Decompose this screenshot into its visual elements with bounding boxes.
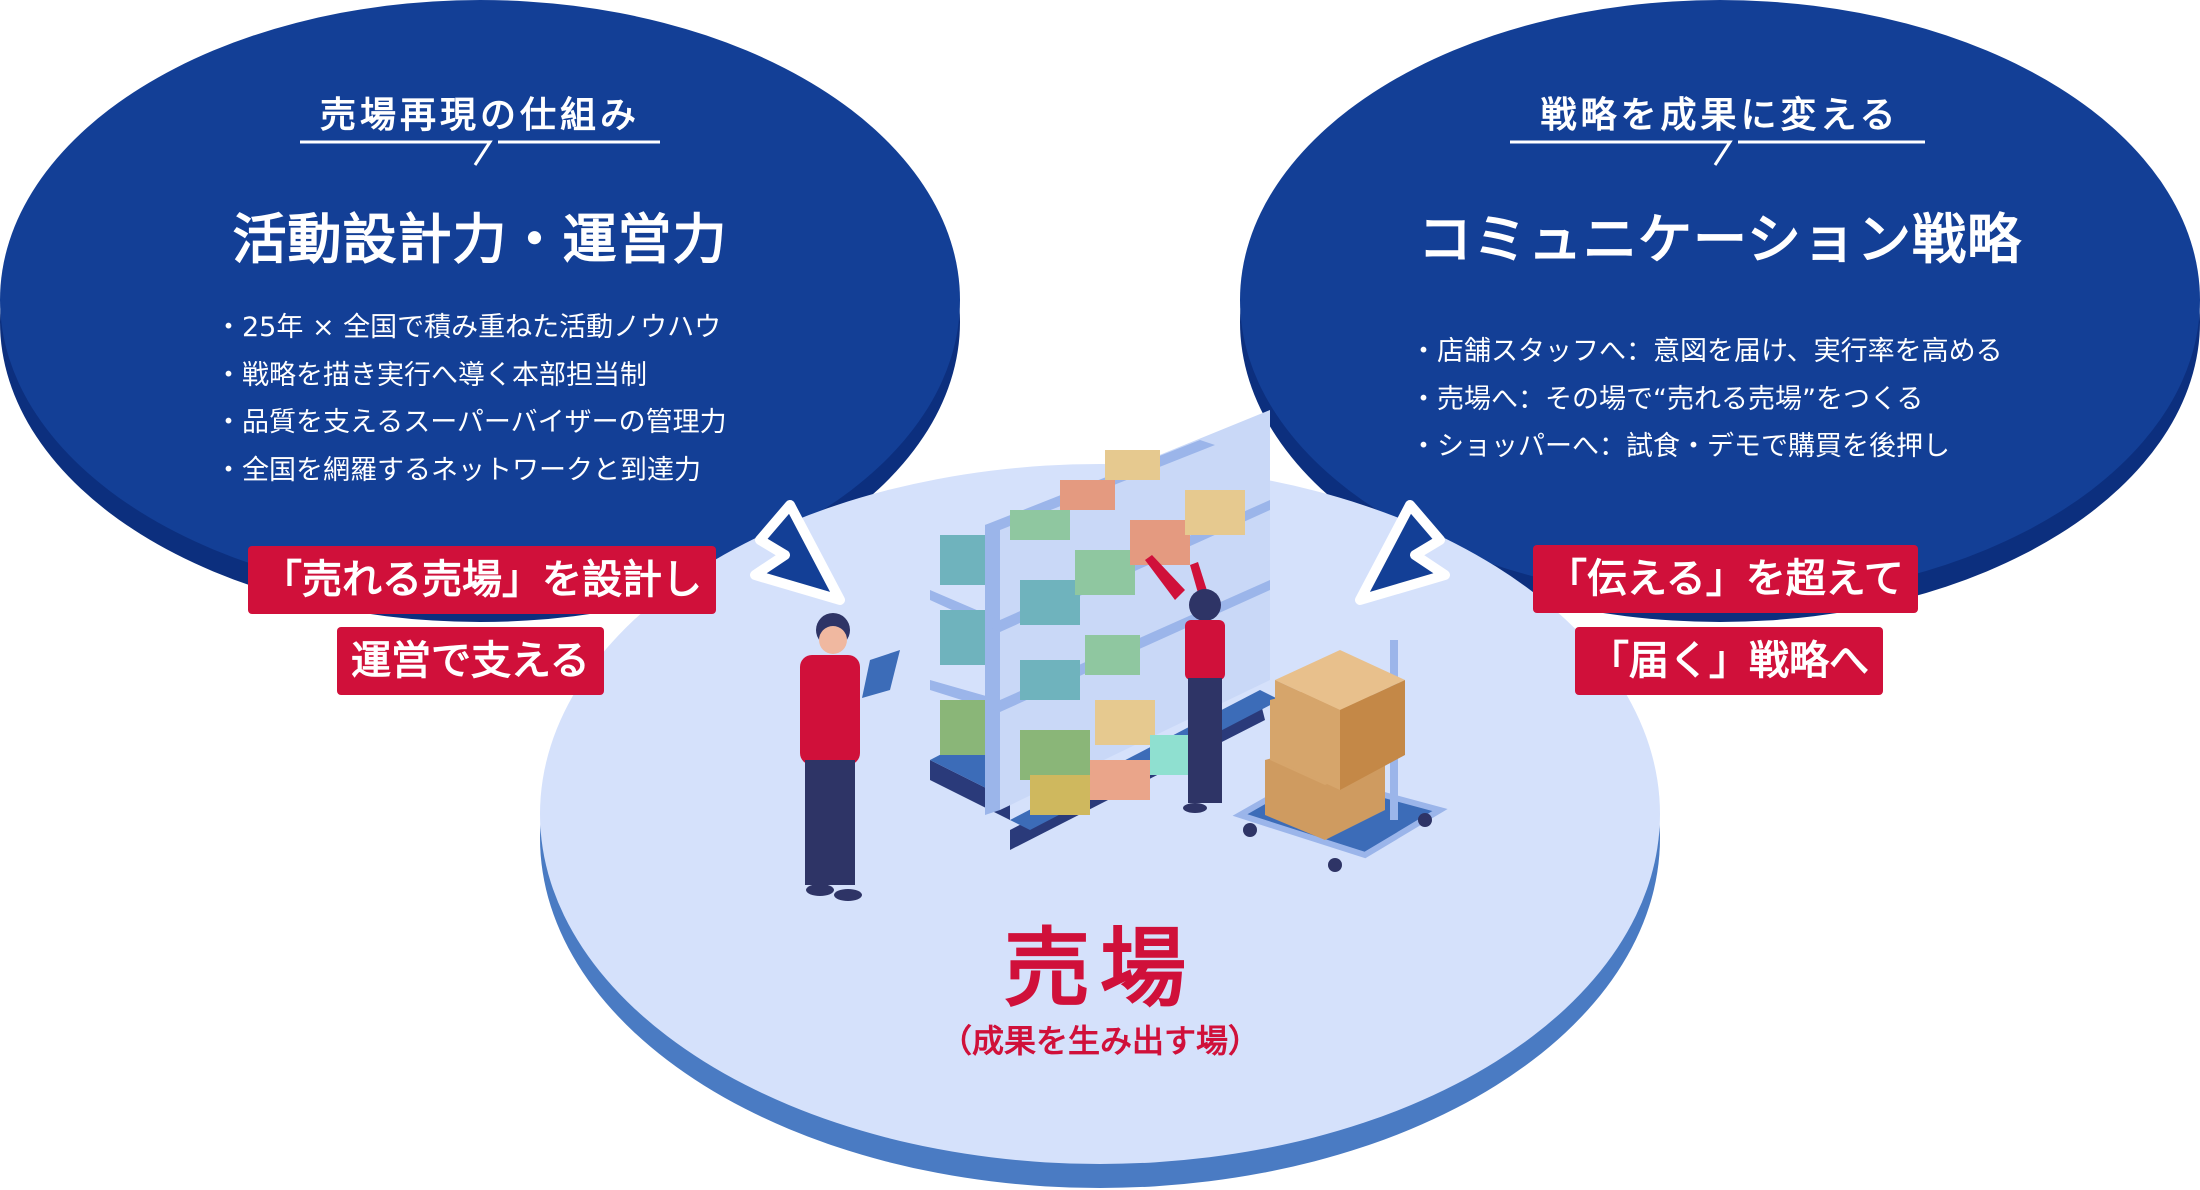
right-tag-2: 「届く」戦略へ [1575,627,1883,695]
list-item: 全国を網羅するネットワークと到達力 [215,447,727,495]
center-title: 売場 [1004,919,1196,1019]
right-subtitle: 戦略を成果に変える [1540,95,1900,136]
store-shelf-illustration [930,410,1280,850]
left-tag-2: 運営で支える [337,627,604,695]
center-subtitle: （成果を生み出す場） [939,1022,1260,1060]
left-title: 活動設計力・運営力 [232,208,728,271]
left-arrow-icon [750,500,845,605]
right-title: コミュニケーション戦略 [1418,208,2022,271]
list-item: ショッパーへ：試食・デモで購買を後押し [1410,423,2003,471]
left-tag-1: 「売れる売場」を設計し [248,546,716,614]
left-bullet-list: 25年 × 全国で積み重ねた活動ノウハウ 戦略を描き実行へ導く本部担当制 品質を… [215,304,727,494]
man-supervisor-illustration [800,613,900,901]
list-item: 25年 × 全国で積み重ねた活動ノウハウ [215,304,727,352]
left-subtitle-underline [300,140,660,166]
right-subtitle-underline [1510,140,1925,166]
list-item: 戦略を描き実行へ導く本部担当制 [215,352,727,400]
right-arrow-icon [1355,500,1450,605]
cart-with-boxes-illustration [1232,640,1448,872]
list-item: 店舗スタッフへ：意図を届け、実行率を高める [1410,328,2003,376]
woman-staff-illustration [1145,555,1225,813]
left-subtitle: 売場再現の仕組み [319,95,640,136]
list-item: 売場へ：その場で“売れる売場”をつくる [1410,376,2003,424]
right-bullet-list: 店舗スタッフへ：意図を届け、実行率を高める 売場へ：その場で“売れる売場”をつく… [1410,328,2003,471]
list-item: 品質を支えるスーパーバイザーの管理力 [215,399,727,447]
right-tag-1: 「伝える」を超えて [1533,545,1918,613]
